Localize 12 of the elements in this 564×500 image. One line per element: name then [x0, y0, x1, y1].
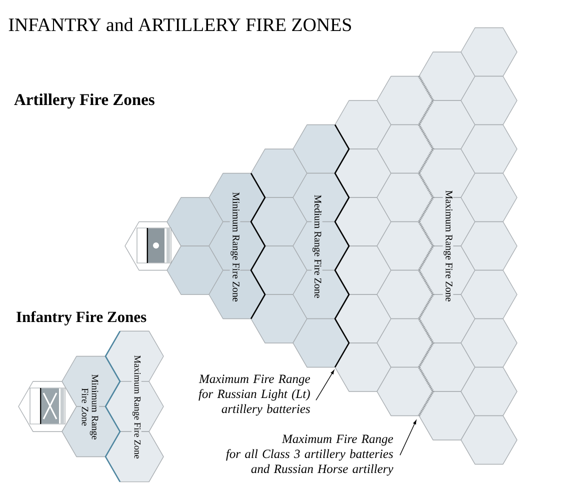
zone-label: Medium Range Fire Zone: [312, 194, 322, 300]
section-heading: Infantry Fire Zones: [16, 311, 146, 326]
title: INFANTRY and ARTILLERY FIRE ZONES: [8, 18, 351, 32]
leader-arrow: [316, 370, 334, 401]
annotation: Maximum Fire Range for Russian Light (Lt) artillery batteries: [198, 374, 310, 416]
leader-arrow: [400, 420, 416, 456]
range-boundary: [418, 76, 434, 416]
annotation: Maximum Fire Range for all Class 3 artillery batteries and Russian Horse artillery: [226, 434, 394, 476]
zone-label: Maximum Range Fire Zone: [132, 354, 142, 460]
zone-label: Minimum Range Fire Zone: [81, 372, 99, 442]
range-boundary: [334, 124, 350, 368]
section-heading: Artillery Fire Zones: [14, 94, 154, 109]
